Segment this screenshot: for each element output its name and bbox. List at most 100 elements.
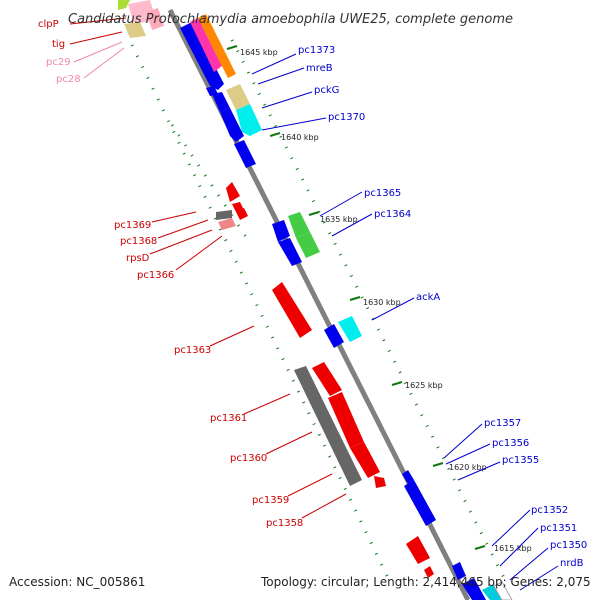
gene-pc1350[interactable] [482, 584, 504, 600]
gene-label-pckG[interactable]: pckG [314, 85, 339, 96]
gene-label-pc1368[interactable]: pc1368 [120, 236, 157, 247]
gene-label-pc1351[interactable]: pc1351 [540, 523, 577, 534]
kbp-tick [432, 462, 444, 467]
leader-line [287, 473, 333, 497]
gene-label-pc1365[interactable]: pc1365 [364, 188, 401, 199]
gene-pc1356[interactable] [404, 480, 436, 526]
leader-line [69, 31, 123, 45]
kbp-label: 1640 kbp [281, 133, 319, 142]
gene-label-pc1373[interactable]: pc1373 [298, 45, 335, 56]
leader-line [175, 235, 223, 271]
gene-label-pc1366[interactable]: pc1366 [137, 270, 174, 281]
gene-pc1359[interactable] [350, 442, 380, 478]
gene-green-b[interactable] [296, 232, 320, 258]
gene-label-pc1369[interactable]: pc1369 [114, 220, 151, 231]
gene-label-pc29[interactable]: pc29 [46, 57, 71, 68]
gene-label-pc28[interactable]: pc28 [56, 74, 81, 85]
gene-mreB[interactable] [198, 14, 236, 78]
reverse-genes [118, 0, 434, 578]
gene-red-bottom-b[interactable] [424, 566, 434, 578]
gene-pink-small[interactable] [190, 18, 222, 72]
kbp-label: 1625 kbp [405, 381, 443, 390]
gene-nrdB[interactable] [493, 581, 513, 600]
gene-label-pc1357[interactable]: pc1357 [484, 418, 521, 429]
leader-line [331, 213, 373, 237]
leader-line [301, 493, 347, 519]
gene-label-rpsD[interactable]: rpsD [126, 253, 150, 264]
guide-line-outer-left [130, 44, 390, 579]
gene-label-pc1356[interactable]: pc1356 [492, 438, 529, 449]
gene-ackA-blue[interactable] [324, 324, 344, 348]
leader-line [209, 325, 255, 347]
gene-label-pc1352[interactable]: pc1352 [531, 505, 568, 516]
forward-labels: pc1373 mreB pckG pc1370 pc1365 pc1364 ac… [298, 45, 587, 569]
gene-blue-a[interactable] [212, 92, 230, 112]
leader-line [151, 211, 197, 223]
gene-pc1370[interactable] [234, 140, 256, 168]
leader-line [243, 393, 291, 415]
gene-red-bottom[interactable] [406, 536, 430, 564]
gene-blue-b[interactable] [220, 108, 244, 142]
gene-green-top[interactable] [118, 0, 130, 10]
leader-line [157, 219, 209, 239]
kbp-tick [269, 132, 281, 137]
leader-line [265, 431, 313, 455]
gene-pink-top[interactable] [146, 8, 164, 30]
gene-pc1373[interactable] [180, 22, 224, 90]
gene-pc1364-a[interactable] [278, 238, 302, 266]
gene-label-nrdB[interactable]: nrdB [560, 558, 584, 569]
kbp-labels: 1645 kbp 1640 kbp 1635 kbp 1630 kbp 1625… [240, 48, 532, 553]
gene-pc1361[interactable] [294, 366, 362, 486]
forward-genes [180, 14, 513, 600]
reverse-labels: clpP tig pc29 pc28 pc1369 pc1368 rpsD pc… [38, 19, 303, 529]
kbp-label: 1645 kbp [240, 48, 278, 57]
gene-ackA[interactable] [338, 316, 362, 342]
gene-label-tig[interactable]: tig [52, 39, 65, 50]
gene-label-pc1358[interactable]: pc1358 [266, 518, 303, 529]
gene-label-pc1360[interactable]: pc1360 [230, 453, 267, 464]
gene-label-clpP[interactable]: clpP [38, 19, 59, 30]
gene-cyan-a[interactable] [236, 104, 262, 136]
gene-tig[interactable] [124, 22, 146, 38]
accession-label: Accession: NC_005861 [9, 575, 145, 589]
leader-line [445, 443, 491, 465]
leader-line [519, 565, 559, 591]
map-title: Candidatus Protochlamydia amoebophila UW… [68, 12, 513, 27]
gene-label-pc1361[interactable]: pc1361 [210, 413, 247, 424]
leader-line [491, 509, 531, 547]
leader-line [69, 17, 127, 25]
gene-green-a[interactable] [288, 212, 310, 238]
gene-label-pc1363[interactable]: pc1363 [174, 345, 211, 356]
gene-label-pc1370[interactable]: pc1370 [328, 112, 365, 123]
gene-rpsD[interactable] [236, 208, 248, 220]
gene-pc1365[interactable] [272, 220, 290, 242]
gene-pc1358[interactable] [374, 476, 386, 488]
gene-pc1360-a[interactable] [312, 362, 342, 396]
kbp-label: 1630 kbp [363, 298, 401, 307]
gene-pc1360-b[interactable] [328, 392, 364, 448]
gene-pc1352[interactable] [452, 562, 466, 580]
guide-dots [130, 39, 507, 581]
gene-pc1366[interactable] [218, 218, 236, 230]
gene-label-pc1355[interactable]: pc1355 [502, 455, 539, 466]
gene-label-pc1364[interactable]: pc1364 [374, 209, 411, 220]
gene-label-pc1350[interactable]: pc1350 [550, 540, 587, 551]
genome-summary: Topology: circular; Length: 2,414,465 bp… [260, 575, 591, 589]
kbp-label: 1635 kbp [320, 215, 358, 224]
kbp-label: 1615 kbp [494, 544, 532, 553]
gene-label-pc1359[interactable]: pc1359 [252, 495, 289, 506]
gene-label-ackA[interactable]: ackA [416, 292, 440, 303]
gene-pc1357[interactable] [402, 470, 414, 484]
gene-pc1363[interactable] [272, 282, 312, 338]
leader-line [371, 297, 415, 321]
leader-line [257, 67, 305, 85]
leader-line [251, 53, 297, 75]
gene-red-a[interactable] [226, 182, 240, 202]
leader-lines [69, 17, 559, 591]
gene-label-mreB[interactable]: mreB [306, 63, 333, 74]
gene-pckG[interactable] [226, 84, 250, 110]
guide-line-right [230, 39, 507, 581]
gene-pc1369[interactable] [216, 210, 232, 220]
gene-pc1351[interactable] [462, 578, 486, 600]
kbp-tick [474, 545, 486, 550]
